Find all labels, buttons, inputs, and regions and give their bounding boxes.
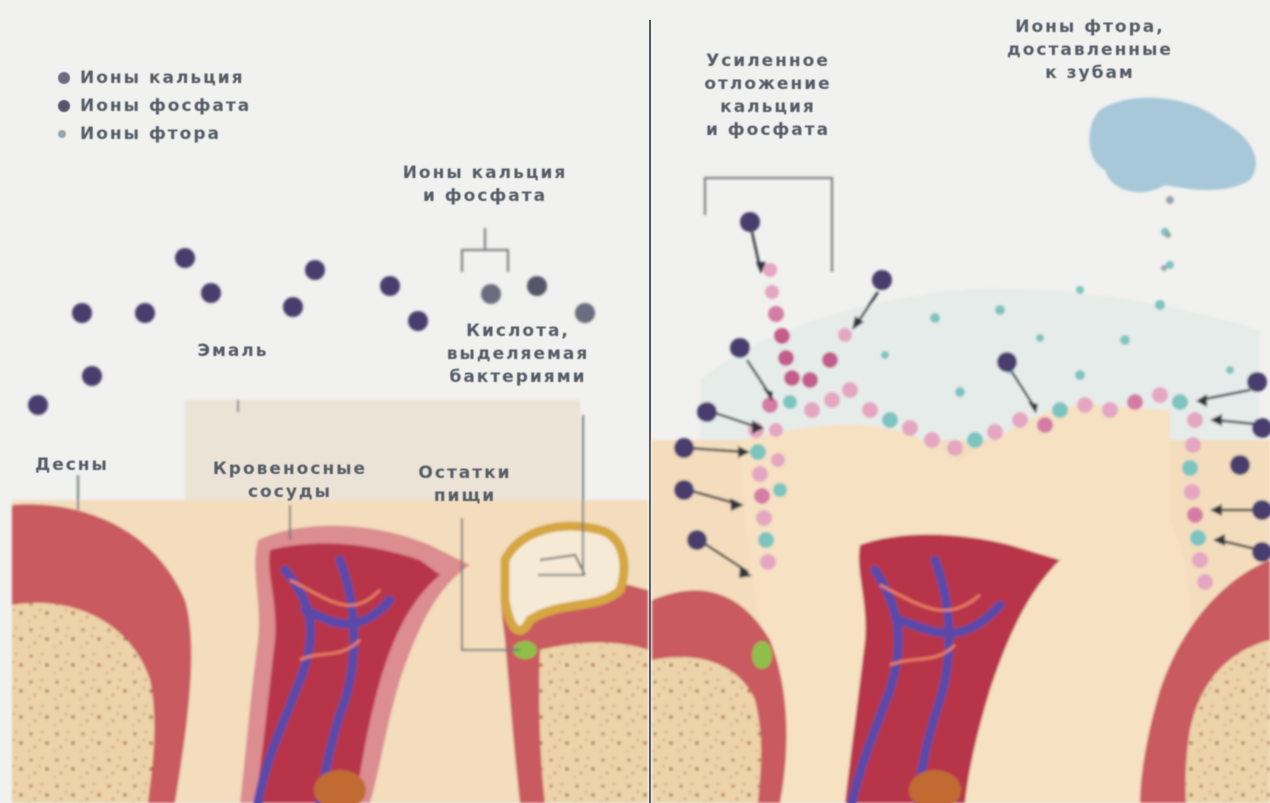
- fluoride-delivered-label: Ионы фтора, доставленные к зубам: [980, 16, 1200, 85]
- legend-item-phosphate: Ионы фосфата: [58, 92, 251, 120]
- acid-label: Кислота, выделяемая бактериями: [418, 320, 618, 389]
- fluoride-cloud: [1089, 98, 1256, 193]
- food-label: Остатки пищи: [405, 462, 525, 508]
- fluoride-ion-icon: [58, 130, 66, 138]
- legend-label-fluoride: Ионы фтора: [80, 124, 221, 144]
- legend-label-phosphate: Ионы фосфата: [80, 96, 251, 116]
- deposit-label: Усиленное отложение кальция и фосфата: [668, 50, 868, 142]
- right-panel-illustration: [652, 98, 1270, 803]
- legend-label-calcium: Ионы кальция: [80, 68, 245, 88]
- legend-item-fluoride: Ионы фтора: [58, 120, 251, 148]
- legend-item-calcium: Ионы кальция: [58, 64, 251, 92]
- gum-label: Десны: [22, 454, 122, 477]
- vessels-label: Кровеносные сосуды: [185, 458, 395, 504]
- left-tooth-2-bone: [539, 643, 648, 803]
- left-panel-illustration: [12, 228, 648, 803]
- phosphate-ion-icon: [58, 100, 70, 112]
- ions-label: Ионы кальция и фосфата: [380, 162, 590, 208]
- calcium-ion-icon: [58, 72, 70, 84]
- legend: Ионы кальция Ионы фосфата Ионы фтора: [58, 64, 251, 148]
- enamel-label: Эмаль: [178, 340, 288, 363]
- deposit-bracket: [705, 178, 832, 272]
